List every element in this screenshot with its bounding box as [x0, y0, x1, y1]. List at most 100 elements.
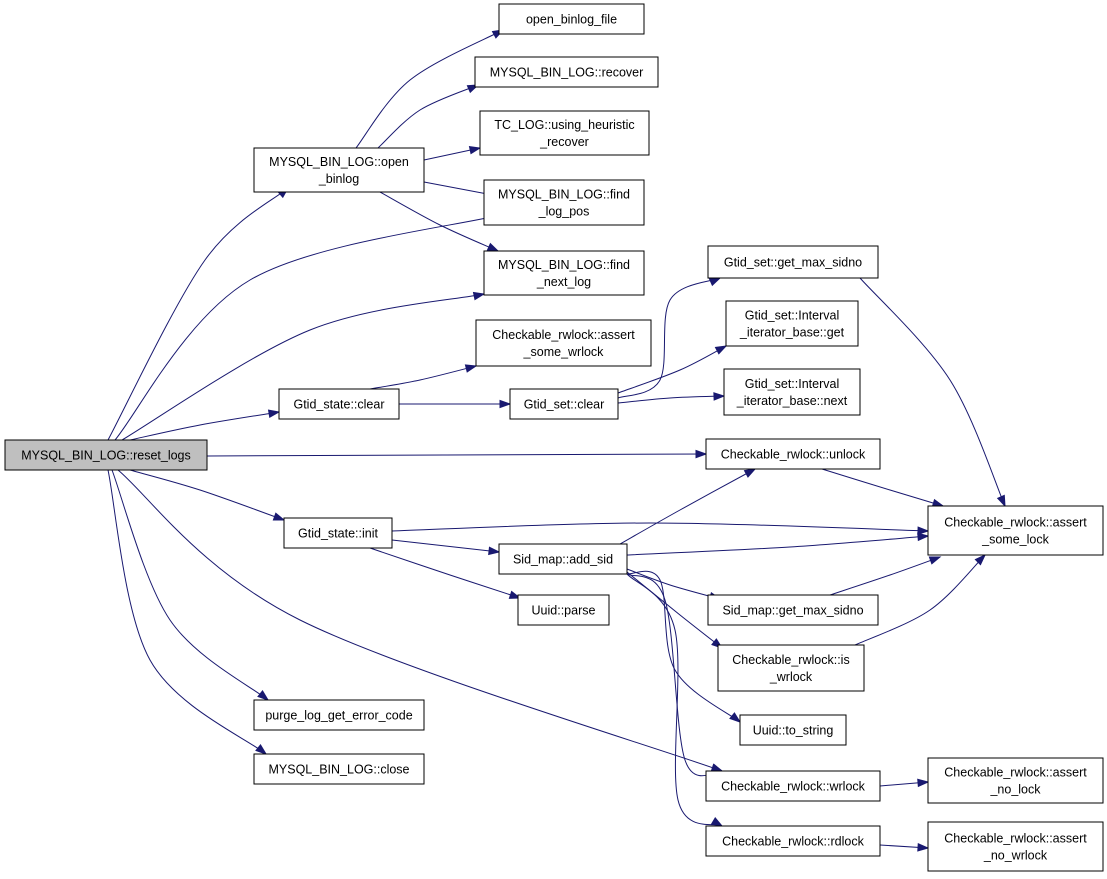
- node-box[interactable]: [253, 753, 425, 785]
- node-box[interactable]: [483, 179, 645, 226]
- node-box[interactable]: [927, 505, 1104, 556]
- node-purge-log-get-error-code[interactable]: purge_log_get_error_code: [253, 699, 425, 731]
- node-box[interactable]: [474, 56, 659, 88]
- node-assert-some-lock[interactable]: Checkable_rwlock::assert_some_lock: [927, 505, 1104, 556]
- arrowhead: [499, 399, 512, 409]
- node-box[interactable]: [283, 517, 393, 549]
- node-box[interactable]: [739, 714, 847, 746]
- edge-unlock-to-assert_some_lock: [821, 468, 945, 508]
- edge-open_binlog-to-recover: [377, 84, 480, 149]
- edge-line: [391, 522, 929, 532]
- node-interval-next[interactable]: Gtid_set::Interval_iterator_base::next: [723, 368, 861, 416]
- node-box[interactable]: [509, 388, 619, 420]
- node-box[interactable]: [253, 147, 425, 193]
- node-label: Uuid::to_string: [753, 724, 834, 738]
- edge-reset_logs-to-close: [107, 469, 268, 755]
- node-find-log-pos[interactable]: MYSQL_BIN_LOG::find_log_pos: [483, 179, 645, 226]
- node-reset-logs[interactable]: MYSQL_BIN_LOG::reset_logs: [4, 439, 208, 471]
- edge-gtid_set_clear-to-interval_get: [617, 345, 728, 394]
- edge-open_binlog-to-find_next_log: [379, 191, 500, 252]
- edge-rdlock-to-assert_no_wrlock: [879, 843, 930, 852]
- node-box[interactable]: [707, 594, 879, 626]
- arrowhead: [713, 392, 726, 401]
- node-assert-no-lock[interactable]: Checkable_rwlock::assert_no_lock: [927, 757, 1104, 804]
- node-recover[interactable]: MYSQL_BIN_LOG::recover: [474, 56, 659, 88]
- node-box[interactable]: [483, 250, 645, 296]
- node-box[interactable]: [705, 438, 881, 470]
- node-uuid-to-string[interactable]: Uuid::to_string: [739, 714, 847, 746]
- edge-gtid_state_clear-to-gtid_set_clear: [399, 399, 512, 409]
- edge-line: [617, 345, 727, 394]
- node-get-max-sidno[interactable]: Gtid_set::get_max_sidno: [707, 245, 879, 279]
- edge-line: [206, 453, 707, 457]
- node-label: _no_lock: [989, 783, 1041, 797]
- node-wrlock[interactable]: Checkable_rwlock::wrlock: [705, 770, 881, 802]
- node-box[interactable]: [707, 245, 879, 279]
- edge-sid_map_get_max_sidno-to-assert_some_lock: [829, 556, 942, 596]
- edge-line: [626, 571, 723, 649]
- node-assert-some-wrlock[interactable]: Checkable_rwlock::assert_some_wrlock: [475, 319, 652, 367]
- node-is-wrlock[interactable]: Checkable_rwlock::is_wrlock: [717, 644, 865, 692]
- arrowhead: [257, 690, 270, 701]
- node-box[interactable]: [517, 594, 610, 626]
- edge-add_sid-to-rdlock: [626, 573, 724, 827]
- node-label: MYSQL_BIN_LOG::open: [269, 155, 409, 169]
- edge-line: [626, 573, 723, 777]
- node-label: _recover: [539, 135, 589, 149]
- node-box[interactable]: [723, 368, 861, 416]
- edge-line: [377, 84, 479, 149]
- node-rdlock[interactable]: Checkable_rwlock::rdlock: [705, 825, 881, 857]
- node-label: _no_wrlock: [983, 849, 1048, 863]
- arrowhead: [928, 556, 942, 565]
- node-box[interactable]: [498, 543, 628, 575]
- edge-line: [114, 214, 501, 441]
- edge-line: [829, 556, 941, 596]
- node-box[interactable]: [705, 825, 881, 857]
- node-using-heuristic-recover[interactable]: TC_LOG::using_heuristic_recover: [479, 110, 650, 156]
- edge-line: [391, 539, 500, 553]
- node-add-sid[interactable]: Sid_map::add_sid: [498, 543, 628, 575]
- node-find-next-log[interactable]: MYSQL_BIN_LOG::find_next_log: [483, 250, 645, 296]
- edge-line: [626, 535, 929, 556]
- node-label: _iterator_base::get: [739, 326, 845, 340]
- node-box[interactable]: [278, 388, 400, 420]
- edge-gtid_state_init-to-assert_some_lock: [391, 522, 930, 536]
- edge-gtid_state_init-to-add_sid: [391, 539, 501, 556]
- node-sid-map-get-max-sidno[interactable]: Sid_map::get_max_sidno: [707, 594, 879, 626]
- node-label: Gtid_set::get_max_sidno: [724, 256, 862, 270]
- edge-line: [107, 187, 289, 441]
- node-gtid-set-clear[interactable]: Gtid_set::clear: [509, 388, 619, 420]
- node-label: Checkable_rwlock::rdlock: [722, 835, 864, 849]
- edge-line: [111, 469, 269, 701]
- node-interval-get[interactable]: Gtid_set::Interval_iterator_base::get: [725, 300, 859, 347]
- node-uuid-parse[interactable]: Uuid::parse: [517, 594, 610, 626]
- arrowhead: [743, 468, 757, 478]
- node-box[interactable]: [475, 319, 652, 367]
- node-gtid-state-init[interactable]: Gtid_state::init: [283, 517, 393, 549]
- node-unlock[interactable]: Checkable_rwlock::unlock: [705, 438, 881, 470]
- node-label: Gtid_set::clear: [524, 398, 605, 412]
- node-box[interactable]: [479, 110, 650, 156]
- edge-wrlock-to-assert_no_lock: [879, 778, 930, 788]
- node-assert-no-wrlock[interactable]: Checkable_rwlock::assert_no_wrlock: [927, 821, 1104, 872]
- node-gtid-state-clear[interactable]: Gtid_state::clear: [278, 388, 400, 420]
- node-label: Checkable_rwlock::unlock: [721, 448, 866, 462]
- node-box[interactable]: [927, 821, 1104, 872]
- node-box[interactable]: [725, 300, 859, 347]
- edge-line: [129, 469, 285, 521]
- node-box[interactable]: [927, 757, 1104, 804]
- node-open-binlog-file[interactable]: open_binlog_file: [498, 3, 645, 35]
- node-close[interactable]: MYSQL_BIN_LOG::close: [253, 753, 425, 785]
- node-box[interactable]: [705, 770, 881, 802]
- node-label: MYSQL_BIN_LOG::recover: [490, 66, 644, 80]
- node-label: Checkable_rwlock::assert: [492, 328, 635, 342]
- edge-line: [617, 395, 725, 404]
- node-box[interactable]: [253, 699, 425, 731]
- edge-line: [355, 29, 504, 149]
- node-open-binlog[interactable]: MYSQL_BIN_LOG::open_binlog: [253, 147, 425, 193]
- node-box[interactable]: [717, 644, 865, 692]
- arrowhead: [917, 778, 930, 788]
- node-box[interactable]: [498, 3, 645, 35]
- node-label: MYSQL_BIN_LOG::find: [498, 258, 630, 272]
- node-box[interactable]: [4, 439, 208, 471]
